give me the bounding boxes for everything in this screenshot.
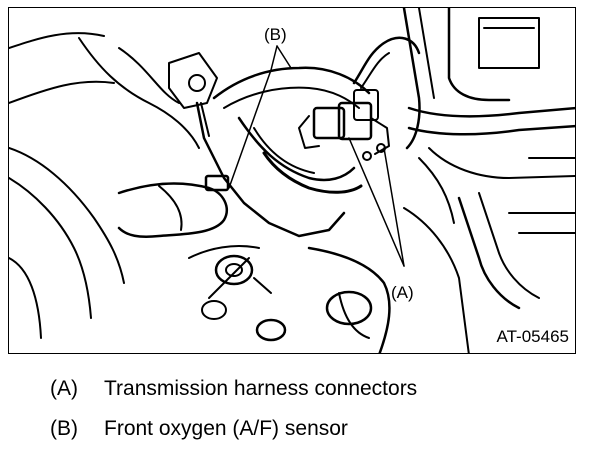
legend-key: (A) (50, 377, 78, 400)
legend-text: Transmission harness connectors (104, 377, 418, 400)
callout-b: (B) (264, 25, 287, 44)
line-art-drawing (9, 8, 575, 353)
engine-illustration: (B) (A) AT-05465 (8, 7, 576, 354)
legend-item-b: (B) Front oxygen (A/F) sensor (50, 418, 417, 458)
legend-text: Front oxygen (A/F) sensor (104, 417, 348, 440)
legend-item-a: (A) Transmission harness connectors (50, 378, 417, 418)
callout-a: (A) (391, 283, 414, 302)
legend: (A) Transmission harness connectors (B) … (50, 378, 417, 458)
figure-id: AT-05465 (496, 327, 569, 346)
legend-key: (B) (50, 417, 78, 440)
